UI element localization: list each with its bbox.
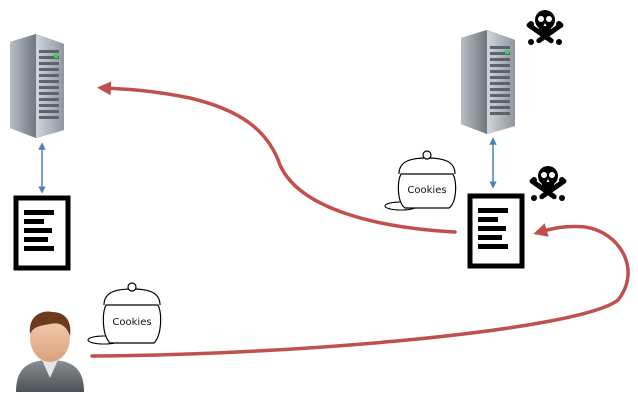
user-icon: [16, 311, 84, 392]
server-icon: [461, 30, 515, 134]
cookie-jar-icon: Cookies: [87, 282, 162, 345]
server-icon: [10, 34, 64, 138]
cookie-send-arrow: [90, 223, 630, 358]
cookie-jar-icon: Cookies: [384, 150, 457, 211]
cookie-jar-label: Cookies: [407, 185, 446, 196]
skull-crossbones-icon: [526, 10, 564, 45]
document-icon: [13, 195, 71, 271]
cookie-jar-label: Cookies: [112, 317, 151, 328]
stolen-cookie-arrow: [97, 81, 457, 234]
document-icon: [467, 193, 525, 269]
skull-crossbones-icon: [529, 166, 567, 201]
